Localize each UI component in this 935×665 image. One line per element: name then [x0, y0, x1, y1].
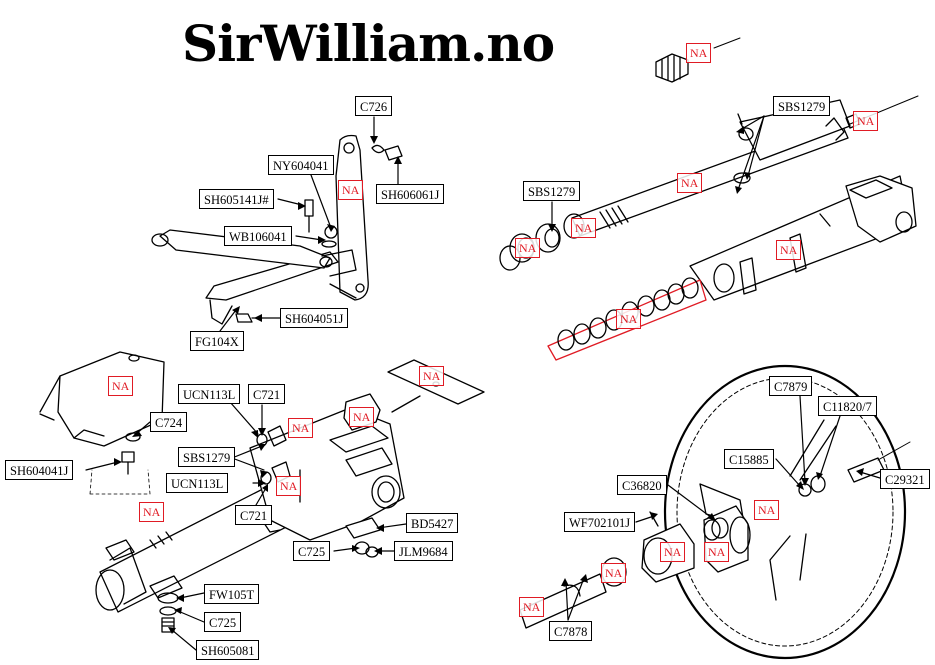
part-label-wb106041[interactable]: WB106041 — [224, 226, 292, 246]
part-label-sh605141j[interactable]: SH605141J# — [199, 189, 274, 209]
na-marker-switch-top: NA — [288, 418, 314, 438]
horn-knob-part — [655, 37, 741, 83]
part-label-sh605081[interactable]: SH605081 — [196, 640, 260, 660]
part-label-c726[interactable]: C726 — [355, 96, 393, 116]
part-label-sbs1279-top[interactable]: SBS1279 — [773, 96, 831, 116]
bracket-assembly — [151, 134, 403, 325]
na-marker-bush: NA — [601, 563, 627, 583]
na-marker-hub-ring: NA — [704, 542, 730, 562]
part-label-sh604041j[interactable]: SH604041J — [5, 460, 74, 480]
part-label-sbs1279-left[interactable]: SBS1279 — [523, 181, 581, 201]
part-label-c725-bottom[interactable]: C725 — [204, 612, 242, 632]
part-label-sh606061j[interactable]: SH606061J — [376, 184, 445, 204]
na-marker-outer-tube: NA — [776, 240, 802, 260]
na-marker-wheel: NA — [754, 500, 780, 520]
part-label-fw105t[interactable]: FW105T — [204, 584, 260, 604]
part-label-sh604051j[interactable]: SH604051J — [280, 308, 349, 328]
part-label-jlm9684[interactable]: JLM9684 — [394, 541, 453, 561]
part-label-fg104x[interactable]: FG104X — [190, 331, 244, 351]
outer-column-tube — [547, 175, 917, 361]
part-label-c7878[interactable]: C7878 — [549, 621, 593, 641]
part-label-bd5427[interactable]: BD5427 — [406, 513, 459, 533]
na-marker-spacer-a: NA — [571, 218, 597, 238]
part-label-c721-mid[interactable]: C721 — [235, 505, 273, 525]
part-label-c15885[interactable]: C15885 — [724, 449, 774, 469]
na-marker-switch-mid: NA — [276, 476, 302, 496]
part-label-ucn113l-top[interactable]: UCN113L — [178, 384, 241, 404]
part-label-ucn113l-mid[interactable]: UCN113L — [166, 473, 229, 493]
na-marker-horn-knob: NA — [686, 43, 712, 63]
part-label-c11820-7[interactable]: C11820/7 — [818, 396, 877, 416]
na-marker-top-tube: NA — [853, 111, 879, 131]
part-label-ny604041[interactable]: NY604041 — [268, 155, 334, 175]
part-label-wf702101j[interactable]: WF702101J — [564, 512, 636, 532]
na-marker-shim: NA — [139, 502, 165, 522]
na-marker-shaft: NA — [519, 597, 545, 617]
na-marker-ring-set: NA — [616, 309, 642, 329]
part-label-c721-top[interactable]: C721 — [248, 384, 286, 404]
na-marker-inner-column: NA — [677, 173, 703, 193]
na-marker-spacer-b: NA — [515, 238, 541, 258]
na-marker-bracket: NA — [338, 180, 364, 200]
part-label-sbs1279-mid[interactable]: SBS1279 — [178, 447, 236, 467]
na-marker-hub: NA — [660, 542, 686, 562]
arrowheads — [114, 126, 864, 634]
na-marker-mount-bracket: NA — [108, 376, 134, 396]
column-mount-bracket — [39, 351, 165, 495]
na-marker-clamp: NA — [349, 407, 375, 427]
part-label-c725-right[interactable]: C725 — [293, 541, 331, 561]
na-marker-plate: NA — [419, 366, 445, 386]
part-label-c36820[interactable]: C36820 — [617, 475, 667, 495]
part-label-c7879[interactable]: C7879 — [769, 376, 813, 396]
brand-logo: SirWilliam.no — [182, 14, 555, 73]
part-label-c29321[interactable]: C29321 — [880, 469, 930, 489]
part-label-c724[interactable]: C724 — [150, 412, 188, 432]
